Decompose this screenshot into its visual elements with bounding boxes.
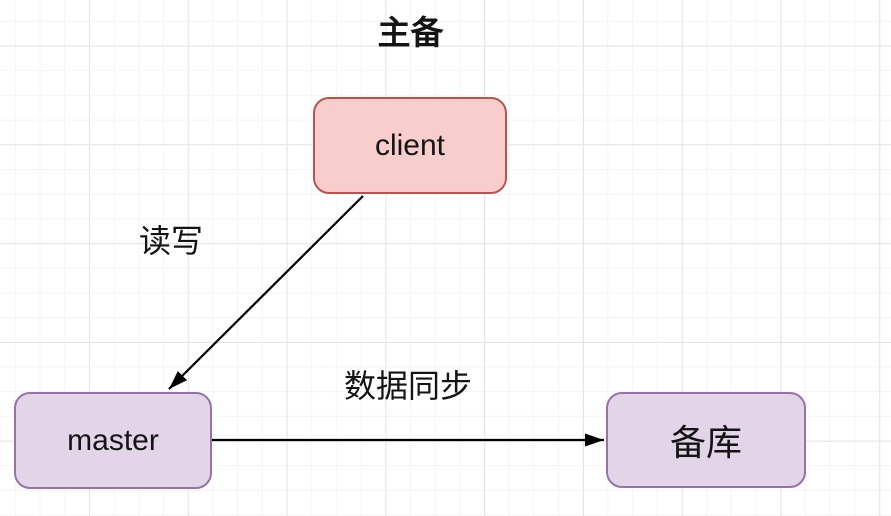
- diagram-title: 主备: [377, 14, 444, 51]
- node-master[interactable]: master: [14, 392, 212, 489]
- node-backup-label: 备库: [669, 422, 742, 463]
- edge-label-read-write[interactable]: 读写: [139, 223, 204, 259]
- node-master-label: master: [67, 423, 159, 457]
- node-client-label: client: [374, 128, 446, 162]
- node-backup[interactable]: 备库: [606, 392, 806, 488]
- edge-client-to-master[interactable]: [168, 195, 364, 390]
- edge-label-data-sync[interactable]: 数据同步: [344, 368, 473, 404]
- node-client[interactable]: client: [313, 97, 507, 194]
